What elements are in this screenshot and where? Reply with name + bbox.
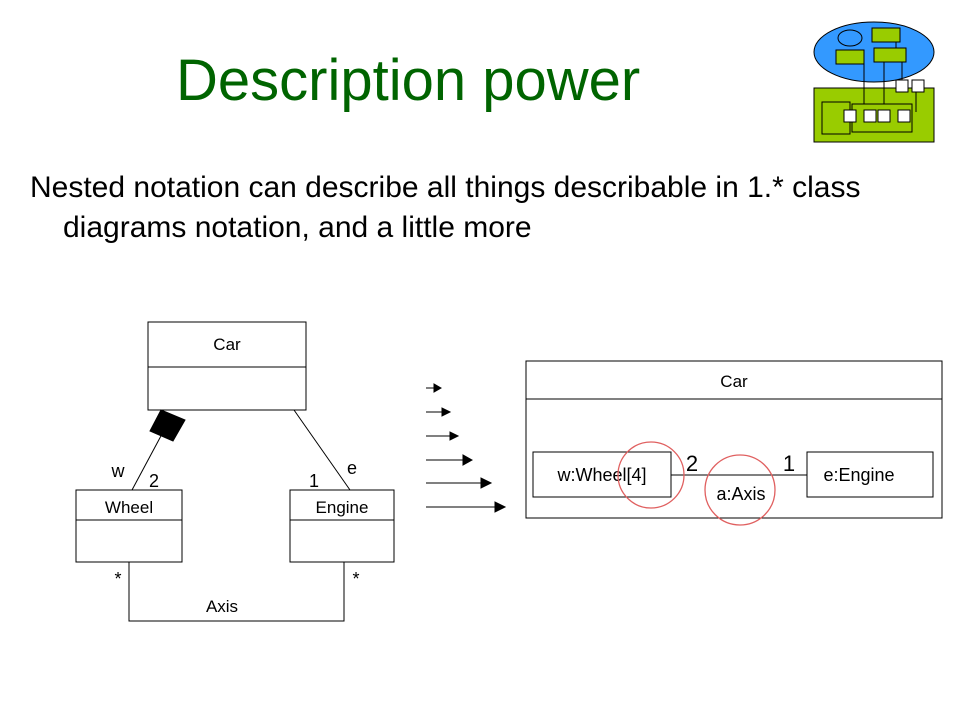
engine-class-label: Engine (316, 498, 369, 517)
nested-car-label: Car (720, 372, 748, 391)
engine-part-label: e:Engine (823, 465, 894, 485)
wheel-part-box (532, 451, 672, 498)
engine-end-multiplicity: 1 (783, 451, 795, 476)
wheel-class-box (75, 489, 183, 563)
engine-multiplicity-label: 1 (309, 471, 319, 491)
axis-association-line (128, 562, 345, 622)
wheel-part-label: w:Wheel[4] (556, 465, 646, 485)
engine-role-label: e (347, 458, 357, 478)
highlight-circle-wheel (617, 441, 685, 509)
engine-class-box (289, 489, 395, 563)
composition-diamond (149, 409, 186, 442)
car-class-box (147, 321, 307, 411)
diagram-logo-icon (813, 21, 935, 143)
wheel-axis-multiplicity: * (114, 569, 121, 589)
wheel-multiplicity-label: 2 (149, 471, 159, 491)
transition-arrows (426, 383, 507, 513)
slide-title: Description power (176, 48, 641, 113)
class-diagram: Car Wheel Engine w 2 1 e * * Axis (75, 321, 395, 622)
engine-axis-multiplicity: * (352, 569, 359, 589)
car-class-label: Car (213, 335, 241, 354)
engine-part-box (806, 451, 934, 498)
wheel-end-multiplicity: 2 (686, 451, 698, 476)
slide-body-text: Nested notation can describe all things … (30, 171, 861, 244)
highlight-circle-axis (704, 454, 776, 526)
axis-association-label: Axis (206, 597, 238, 616)
association-line (293, 409, 351, 491)
wheel-role-label: w (111, 461, 126, 481)
wheel-class-label: Wheel (105, 498, 153, 517)
axis-connector-label: a:Axis (716, 484, 765, 504)
nested-diagram: Car w:Wheel[4] e:Engine 2 1 a:Axis (525, 360, 943, 526)
composition-line (131, 433, 163, 491)
